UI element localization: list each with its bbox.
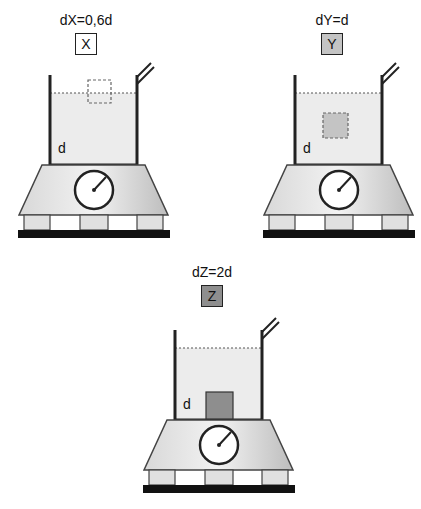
density-block: dY=dY	[315, 12, 348, 55]
liquid-density-label: d	[57, 140, 67, 156]
density-block: dX=0,6dX	[60, 12, 113, 55]
block-letter: Z	[201, 285, 223, 307]
density-label: dY=d	[315, 12, 348, 28]
liquid-density-label: d	[302, 140, 312, 156]
block-letter: Y	[321, 33, 343, 55]
density-label: dZ=2d	[192, 264, 232, 280]
liquid-density-label: d	[182, 396, 192, 412]
density-block: dZ=2dZ	[192, 264, 232, 307]
block-letter: X	[75, 33, 97, 55]
density-label: dX=0,6d	[60, 12, 113, 28]
